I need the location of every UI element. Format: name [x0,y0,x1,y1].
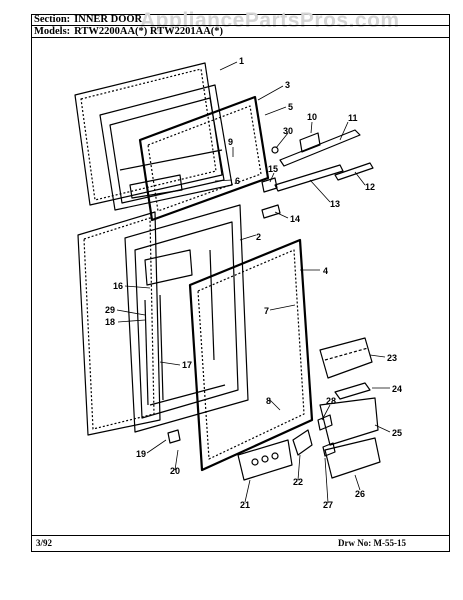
models-header: Models:RTW2200AA(*) RTW2201AA(*) [34,26,223,37]
footer-date: 3/92 [36,538,53,548]
part-10 [299,132,321,153]
callout-15: 15 [268,164,278,174]
drawing-value: M-55-15 [373,538,407,548]
models-divider [31,37,450,38]
callout-10: 10 [307,112,317,122]
callout-1: 1 [239,56,244,66]
part-19 [167,429,181,444]
header-divider [31,25,450,26]
upper-gasket [138,95,270,222]
part-30 [271,146,279,154]
callout-4: 4 [323,266,328,276]
callout-16: 16 [113,281,123,291]
part-25 [319,397,379,446]
callout-23: 23 [387,353,397,363]
drawing-label: Drw No: [338,538,372,548]
section-value: INNER DOOR [74,14,143,25]
callout-6: 6 [235,176,240,186]
callout-8: 8 [266,396,271,406]
callout-12: 12 [365,182,375,192]
upper-door-panel [74,62,223,206]
section-header: Section:INNER DOOR [34,14,142,25]
diagram-frame [31,14,450,552]
callout-18: 18 [105,317,115,327]
callout-24: 24 [392,384,402,394]
callout-25: 25 [392,428,402,438]
models-value: RTW2200AA(*) RTW2201AA(*) [74,26,224,37]
models-label: Models: [34,26,71,37]
callout-26: 26 [355,489,365,499]
shelf-13 [274,164,344,192]
part-26 [324,437,381,479]
part-15 [261,177,278,193]
callout-17: 17 [182,360,192,370]
callout-29: 29 [105,305,115,315]
shelf-11 [279,129,361,167]
footer-divider [31,535,450,536]
drawing-number: Drw No: M-55-15 [338,538,406,548]
part-23 [319,337,373,379]
callout-21: 21 [240,500,250,510]
callout-27: 27 [323,500,333,510]
part-28 [317,414,333,431]
section-label: Section: [34,14,71,25]
callout-19: 19 [136,449,146,459]
callout-20: 20 [170,466,180,476]
callout-9: 9 [228,137,233,147]
callout-3: 3 [285,80,290,90]
callout-7: 7 [264,306,269,316]
part-27 [322,442,336,457]
part-24 [334,382,371,400]
callout-30: 30 [283,126,293,136]
part-14 [261,204,281,219]
callout-5: 5 [288,102,293,112]
callout-22: 22 [293,477,303,487]
callout-14: 14 [290,214,300,224]
lower-gasket [188,238,314,472]
shelf-12 [334,162,374,181]
part-21 [237,439,293,481]
watermark: AppliancePartsPros.com [140,9,400,32]
callout-11: 11 [348,113,358,123]
lower-inner-liner [124,204,249,433]
part-22 [292,429,313,456]
callout-13: 13 [330,199,340,209]
callout-28: 28 [326,396,336,406]
callout-2: 2 [256,232,261,242]
